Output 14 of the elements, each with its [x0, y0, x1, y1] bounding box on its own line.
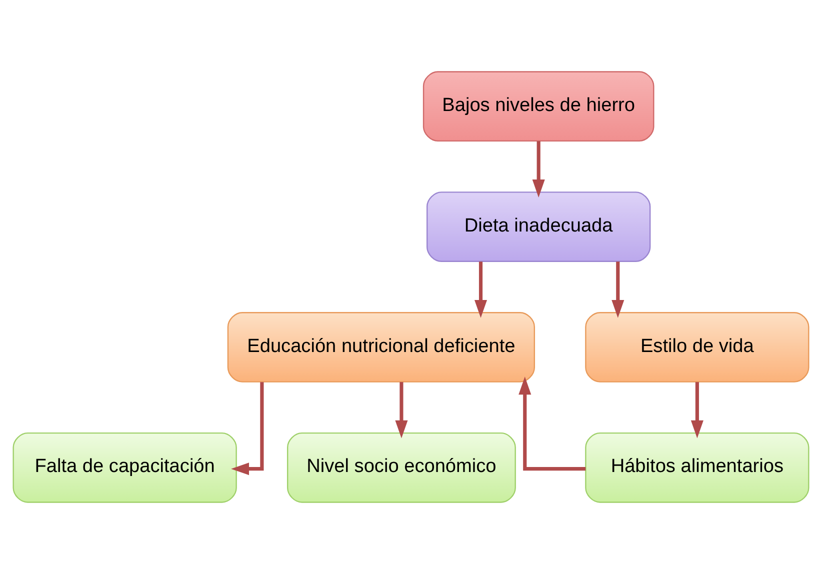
arrow: [474, 262, 488, 318]
node-box: Estilo de vida: [585, 312, 810, 382]
arrow: [612, 262, 624, 318]
arrow: [231, 382, 264, 476]
node-box: Falta de capacitación: [12, 432, 237, 503]
arrow: [395, 382, 408, 438]
arrow: [532, 141, 545, 198]
node-box: Dieta inadecuada: [426, 192, 651, 262]
node-box: Nivel socio económico: [286, 432, 516, 503]
arrow: [690, 382, 704, 438]
node-box: Educación nutricional deficiente: [227, 312, 535, 382]
node-box: Hábitos alimentarios: [585, 432, 810, 503]
arrow: [518, 376, 586, 471]
node-box: Bajos niveles de hierro: [422, 71, 654, 142]
